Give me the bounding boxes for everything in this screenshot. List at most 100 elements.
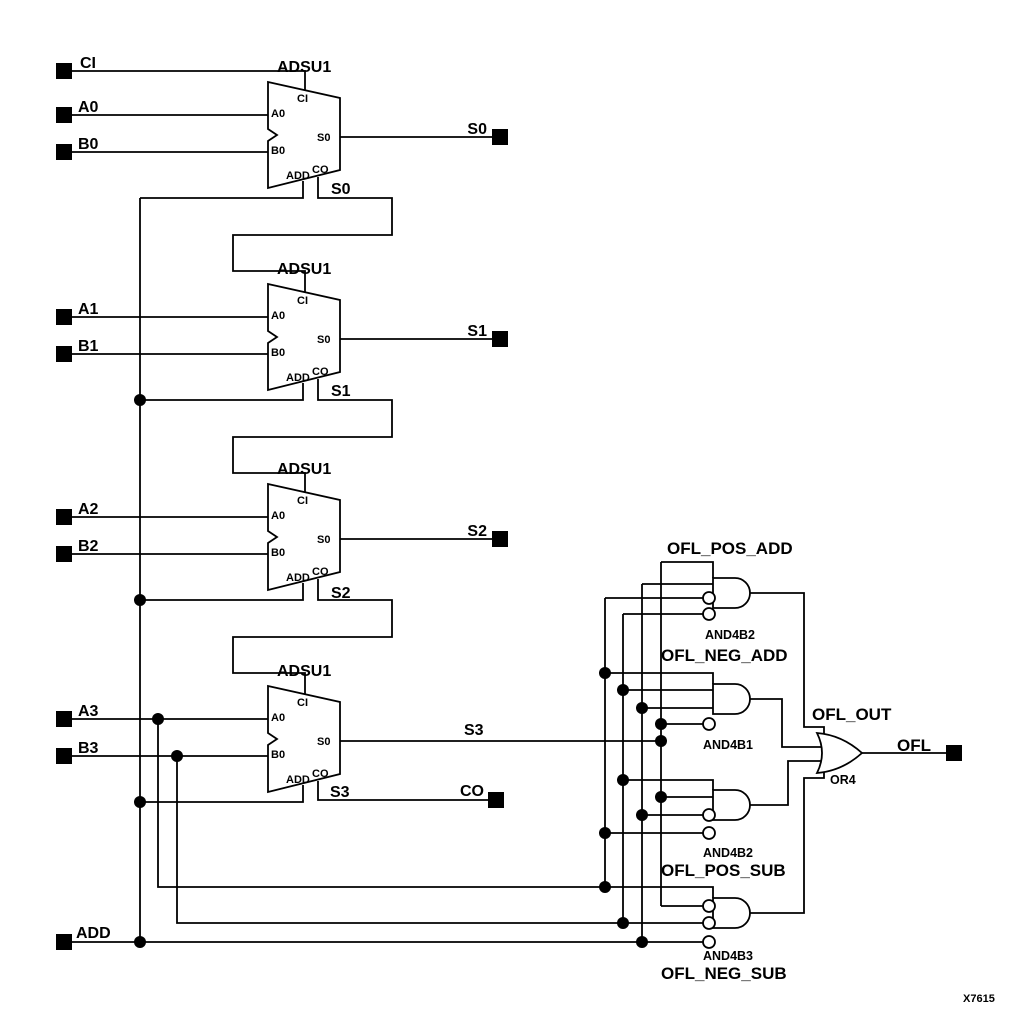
s3-net-label: S3 — [464, 722, 484, 739]
or4-body — [815, 731, 864, 775]
input-label-add: ADD — [76, 925, 111, 942]
input-terminal-add — [56, 934, 72, 950]
labels: CI A0 B0 A1 B1 A2 B2 A3 B3 ADD S0 S1 S2 … — [76, 55, 995, 1005]
output-terminal-co — [488, 792, 504, 808]
input-label-a2: A2 — [78, 501, 99, 518]
junction-dot — [134, 936, 146, 948]
input-label-a0: A0 — [78, 99, 99, 116]
input-terminal-b1 — [56, 346, 72, 362]
and4b2-pos-add-body — [712, 577, 751, 609]
junction-dot — [599, 881, 611, 893]
wire-carry2 — [232, 579, 393, 698]
input-terminal-a3 — [56, 711, 72, 727]
wire-b3-branch — [176, 756, 703, 924]
wire-add2 — [140, 583, 304, 601]
output-terminal-s0 — [492, 129, 508, 145]
bubble-icon — [702, 916, 716, 930]
io-terminals — [56, 63, 962, 950]
bubble-icon — [702, 607, 716, 621]
carry-net-label-1: S1 — [331, 383, 351, 400]
input-label-b0: B0 — [78, 136, 99, 153]
g3-in1 — [623, 779, 714, 790]
input-label-a1: A1 — [78, 301, 99, 318]
junction-dot — [171, 750, 183, 762]
junction-dot — [655, 791, 667, 803]
junction-dot — [152, 713, 164, 725]
bubble-icon — [702, 899, 716, 913]
adsu1-title-1: ADSU1 — [277, 261, 331, 278]
adsu1-title-0: ADSU1 — [277, 59, 331, 76]
bubble-icon — [702, 591, 716, 605]
pin-label-a-0: A0 — [271, 108, 285, 120]
pin-label-ci-3: CI — [297, 697, 308, 709]
output-label-s0: S0 — [467, 121, 487, 138]
pin-label-a-1: A0 — [271, 310, 285, 322]
junction-dot — [134, 394, 146, 406]
g2-out — [750, 698, 823, 748]
pin-label-s-3: S0 — [317, 736, 330, 748]
input-label-b1: B1 — [78, 338, 99, 355]
pin-label-add-3: ADD — [286, 774, 310, 786]
gate-type-and4b2-2: AND4B2 — [703, 846, 753, 860]
wire-co-out — [317, 781, 488, 801]
bubble-icon — [702, 826, 716, 840]
overflow-and-gates — [702, 577, 751, 949]
output-label-co: CO — [460, 783, 484, 800]
output-terminal-ofl — [946, 745, 962, 761]
pin-label-add-2: ADD — [286, 572, 310, 584]
junction-dot — [636, 936, 648, 948]
g1-in1 — [661, 561, 714, 578]
input-terminal-b2 — [56, 546, 72, 562]
input-terminal-a0 — [56, 107, 72, 123]
carry-net-label-0: S0 — [331, 181, 351, 198]
input-label-b2: B2 — [78, 538, 99, 555]
wire-add0 — [140, 181, 304, 199]
and4b1-neg-add-body — [712, 683, 751, 715]
junction-dot — [134, 796, 146, 808]
pin-label-s-0: S0 — [317, 132, 330, 144]
wire-carry1 — [232, 379, 393, 496]
junction-dot — [636, 702, 648, 714]
pin-label-a-3: A0 — [271, 712, 285, 724]
pin-label-ci-1: CI — [297, 295, 308, 307]
pin-label-co-2: CO — [312, 566, 329, 578]
adsu1-body-1 — [267, 282, 341, 392]
wires — [72, 70, 946, 943]
pin-label-s-2: S0 — [317, 534, 330, 546]
or-gate-type-label: OR4 — [830, 773, 856, 787]
or-gate-net-label: OFL_OUT — [812, 705, 892, 724]
adsu1-title-3: ADSU1 — [277, 663, 331, 680]
adsu1-title-2: ADSU1 — [277, 461, 331, 478]
gate-net-ofl-neg-sub: OFL_NEG_SUB — [661, 964, 787, 983]
pin-label-a-2: A0 — [271, 510, 285, 522]
junction-dots — [134, 394, 667, 948]
carry-net-label-2: S2 — [331, 585, 351, 602]
junction-dot — [655, 718, 667, 730]
gate-type-and4b3: AND4B3 — [703, 949, 753, 963]
output-label-s1: S1 — [467, 323, 487, 340]
output-terminal-s1 — [492, 331, 508, 347]
wire-add1 — [140, 383, 304, 401]
adsu1-body-2 — [267, 482, 341, 592]
pin-label-add-1: ADD — [286, 372, 310, 384]
carry-net-label-3: S3 — [330, 784, 350, 801]
adsu1-body-3 — [267, 684, 341, 794]
pin-label-co-1: CO — [312, 366, 329, 378]
gate-type-and4b1: AND4B1 — [703, 738, 753, 752]
junction-dot — [617, 684, 629, 696]
output-terminal-s2 — [492, 531, 508, 547]
pin-label-b-1: B0 — [271, 347, 285, 359]
adsu1-body-0 — [267, 80, 341, 190]
gate-type-and4b2-1: AND4B2 — [705, 628, 755, 642]
wire-ci — [72, 70, 306, 92]
gate-net-ofl-neg-add: OFL_NEG_ADD — [661, 646, 788, 665]
wire-add3 — [140, 785, 304, 803]
bubble-icon — [702, 935, 716, 949]
pin-label-b-3: B0 — [271, 749, 285, 761]
junction-dot — [599, 827, 611, 839]
junction-dot — [636, 809, 648, 821]
junction-dot — [617, 774, 629, 786]
g3-out — [750, 760, 823, 806]
pin-label-ci-0: CI — [297, 93, 308, 105]
